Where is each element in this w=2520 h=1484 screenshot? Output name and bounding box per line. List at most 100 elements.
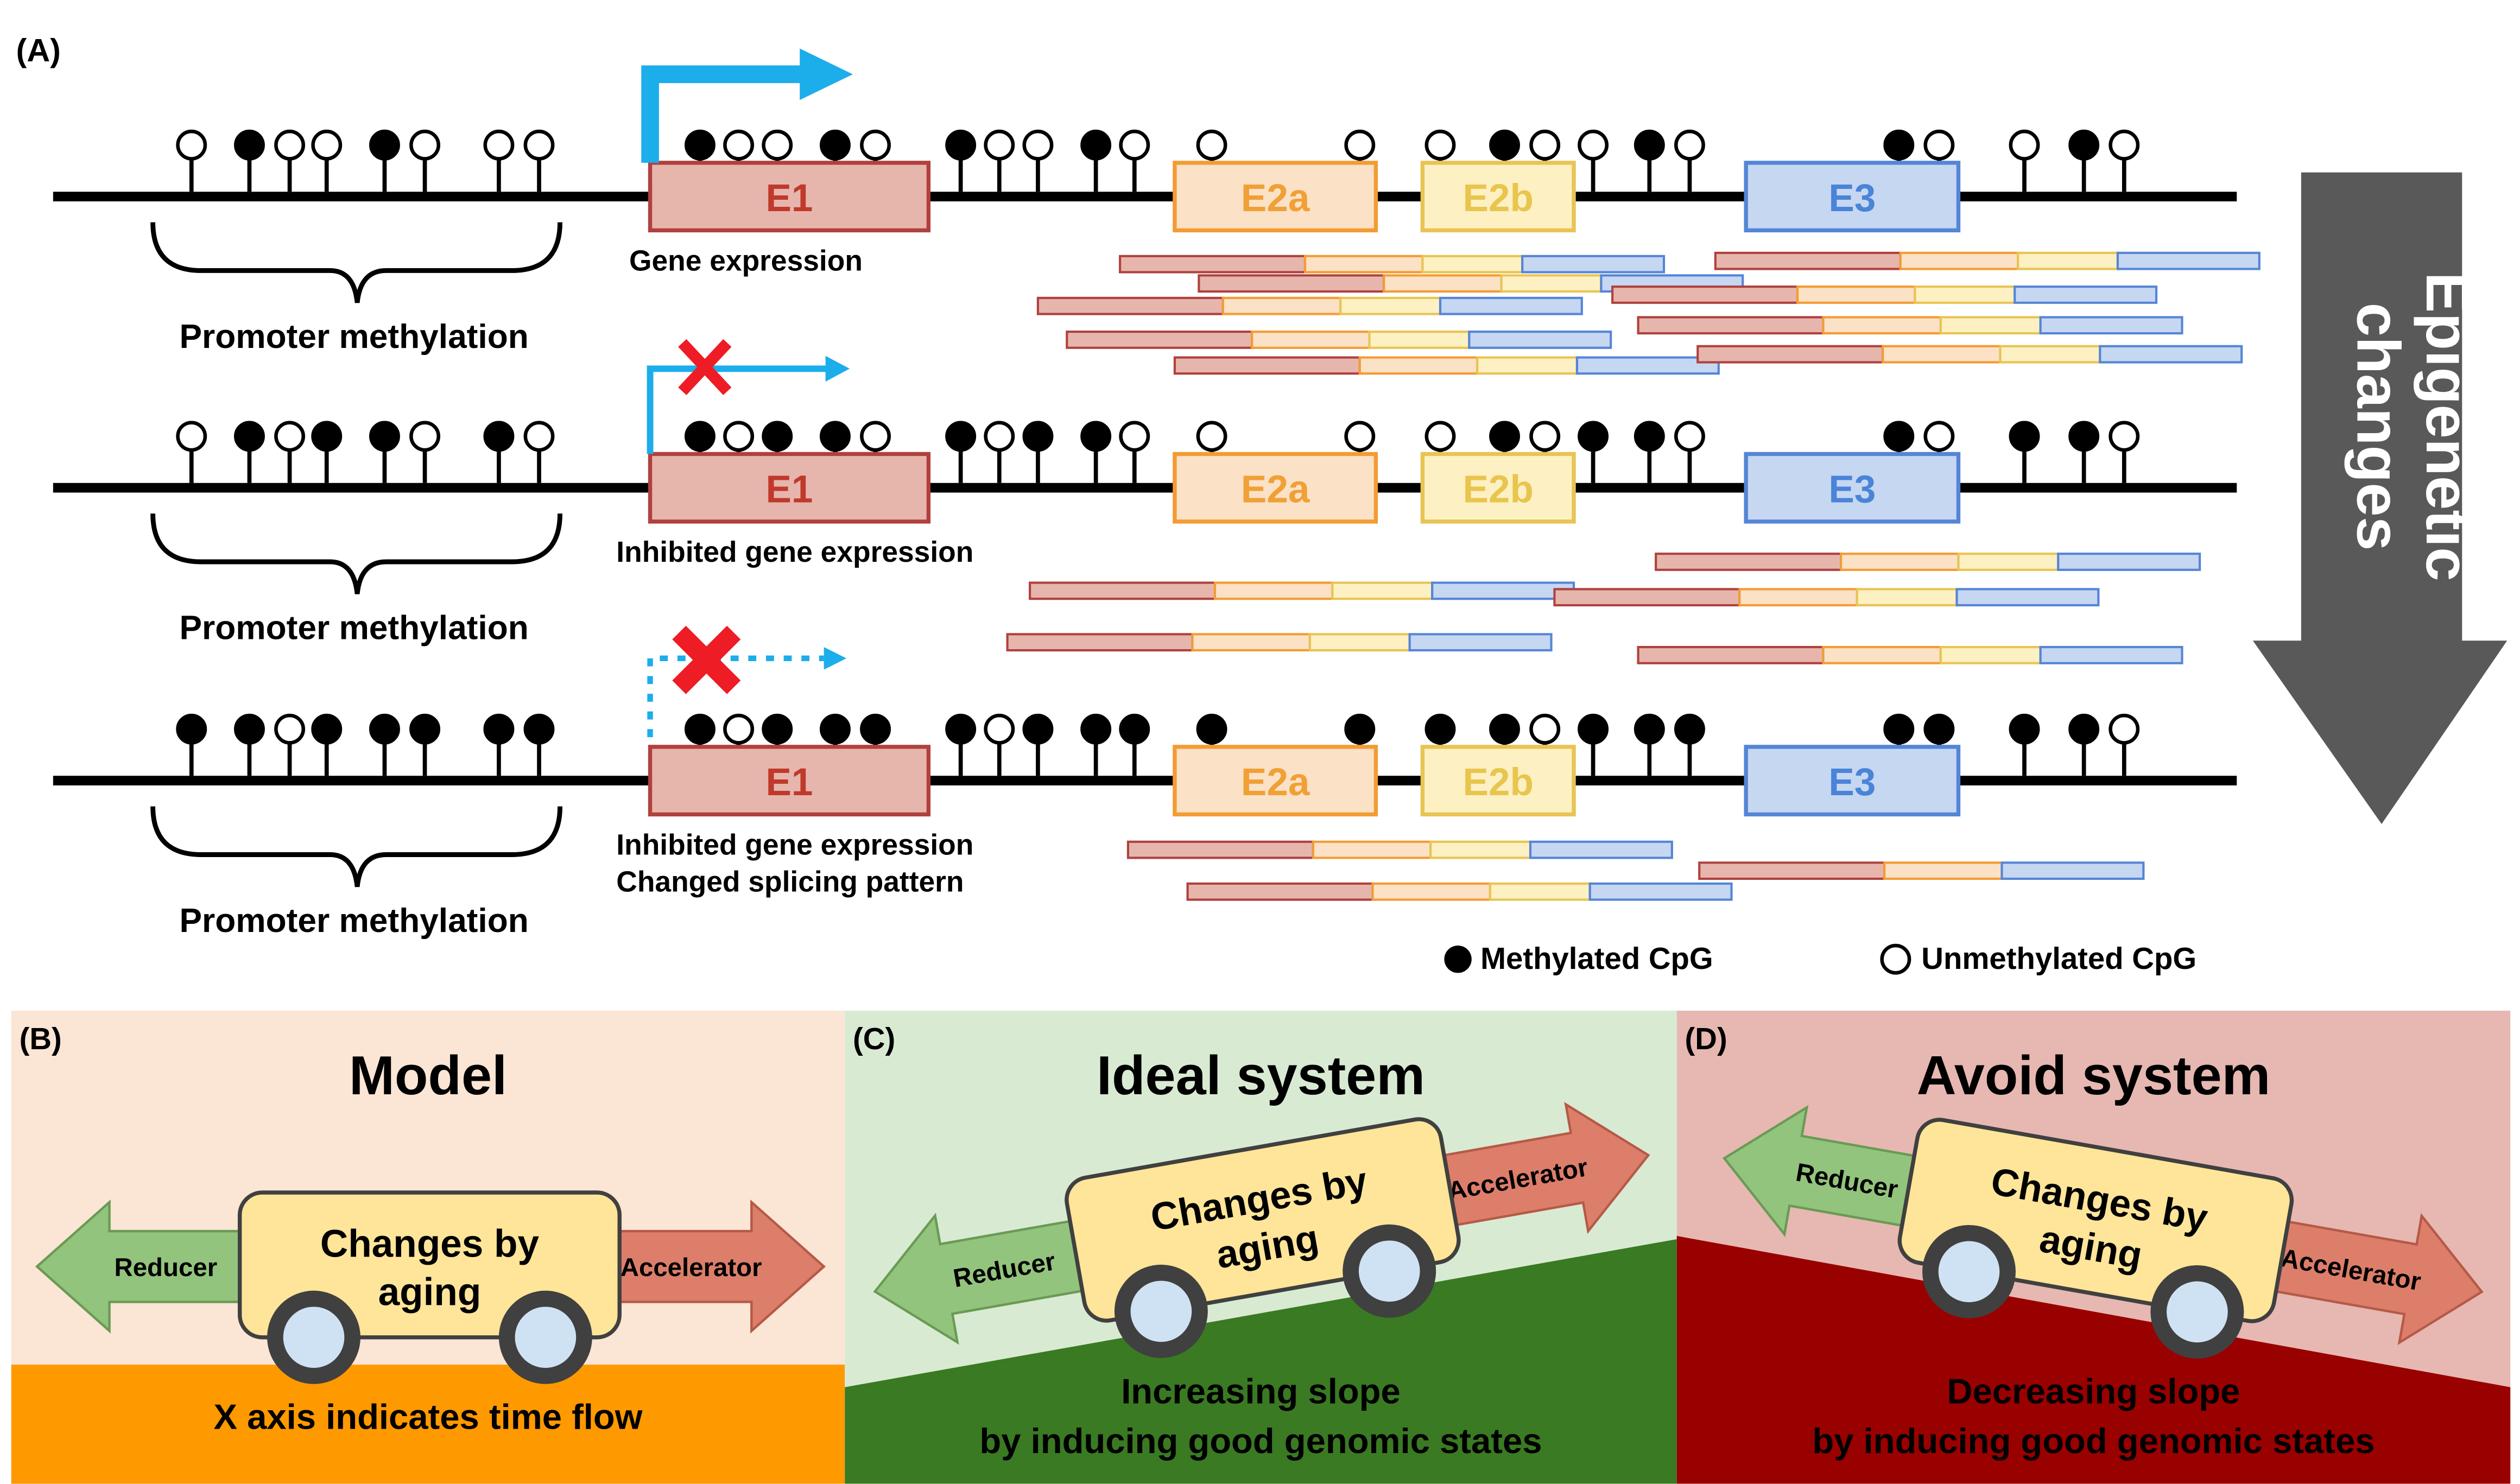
cpg-head [234, 713, 265, 745]
isoform-segment-e3 [1408, 633, 1553, 652]
isoform-segment-e2b [1939, 316, 2042, 335]
transcript-isoform [1119, 255, 1666, 274]
exon-e2b: E2b [1420, 745, 1576, 817]
exon-box [648, 745, 931, 817]
isoform-segment-e1 [1066, 331, 1253, 349]
exon-box [1420, 745, 1576, 817]
isoform-segment-e2a [1822, 646, 1942, 664]
cpg-head [1578, 129, 1609, 161]
cpg-head [1674, 421, 1705, 452]
transcription-arrowhead-icon [800, 48, 853, 100]
wheel-icon [267, 1290, 360, 1384]
cpg-head [523, 129, 555, 161]
exon-e1: E1 [648, 452, 931, 524]
transcript-isoform [1036, 296, 1583, 315]
methylated-cpg-icon [483, 713, 515, 776]
cpg-head [762, 129, 793, 161]
methylated-cpg-icon [483, 421, 515, 483]
cpg-head [1119, 421, 1150, 452]
unmethylated-cpg-icon [2009, 129, 2040, 192]
cpg-head [1022, 713, 1054, 745]
exon-box [648, 452, 931, 524]
transcript-isoforms [1006, 251, 2261, 901]
isoform-segment-e1 [1119, 255, 1307, 274]
cpg-head [409, 421, 441, 452]
cross-stroke [678, 339, 732, 395]
isoform-segment-e2a [1883, 861, 2003, 880]
cpg-head [1344, 713, 1376, 745]
exon-box [1173, 161, 1378, 233]
transcript-isoform [1029, 581, 1575, 600]
cpg-head [1633, 713, 1665, 745]
transcript-isoform [1698, 861, 2145, 880]
methylated-cpg-icon [1633, 129, 1665, 192]
unmethylated-cpg-icon [2109, 713, 2140, 776]
methylated-cpg-icon [1674, 713, 1705, 776]
exon-label: E3 [1828, 761, 1876, 804]
methylated-cpg-icon [2009, 421, 2040, 483]
methylated-cpg-icon [1022, 713, 1054, 776]
isoform-segment-e2a [1371, 882, 1491, 901]
transcript-isoform [1655, 553, 2201, 571]
cpg-head [1674, 129, 1705, 161]
isoform-segment-e2a [1738, 588, 1858, 607]
panel-title: Model [349, 1045, 507, 1106]
cpg-head [860, 421, 891, 452]
cpg-head [311, 713, 343, 745]
cpg-head [1633, 129, 1665, 161]
transcript-isoform [1066, 331, 1612, 349]
exon-label: E2a [1241, 468, 1310, 511]
isoform-segment-e2b [1856, 588, 1958, 607]
exon-e1: E1 [648, 745, 931, 817]
promoter-bracket [150, 222, 563, 303]
isoform-segment-e2a [1796, 286, 1916, 304]
methylated-cpg-icon [234, 713, 265, 776]
isoform-segment-e1 [1696, 345, 1884, 364]
methylated-cpg-icon [1633, 421, 1665, 483]
cpg-head [819, 421, 851, 452]
wheel-hub [1358, 1240, 1420, 1302]
cpg-legend: Methylated CpG Unmethylated CpG [1444, 941, 2196, 975]
exon-box [1744, 745, 1961, 817]
unmethylated-cpg-icon [984, 713, 1015, 776]
panel-title: Ideal system [1097, 1045, 1425, 1106]
cpg-head [1923, 421, 1955, 452]
isoform-segment-e2b [1421, 255, 1524, 274]
isoform-segment-e3 [2039, 646, 2183, 664]
isoform-segment-e3 [1955, 588, 2100, 607]
cpg-head [483, 713, 515, 745]
epigenetic-label-line1: Epigenetic [2414, 272, 2482, 581]
isoform-segment-e3 [1439, 296, 1583, 315]
cross-stroke [672, 625, 741, 694]
cpg-head [984, 421, 1015, 452]
exon-e2b: E2b [1420, 161, 1576, 233]
cpg-head [1119, 129, 1150, 161]
panel-label: (D) [1685, 1022, 1727, 1056]
cpg-head [369, 421, 400, 452]
exon-label: E2b [1462, 761, 1533, 804]
cpg-head [523, 713, 555, 745]
cpg-head [2068, 129, 2100, 161]
methylated-cpg-icon [1080, 713, 1112, 776]
cpg-head [945, 713, 977, 745]
cpg-head [1344, 129, 1376, 161]
isoform-segment-e2b [1476, 356, 1579, 375]
unmethylated-cpg-icon [176, 129, 207, 192]
isoform-segment-e3 [1575, 356, 1720, 375]
isoform-segment-e3 [2039, 316, 2183, 335]
cpg-head [1883, 421, 1915, 452]
isoform-segment-e2b [1939, 646, 2042, 664]
cpg-head [723, 713, 755, 745]
cpg-head [1923, 129, 1955, 161]
unmethylated-cpg-icon [984, 129, 1015, 192]
down-arrow-icon [2252, 172, 2508, 825]
cpg-head [1424, 421, 1456, 452]
unmethylated-cpg-legend-label: Unmethylated CpG [1921, 941, 2196, 975]
car-label-line1: Changes by [320, 1223, 540, 1266]
isoform-segment-e2b [1429, 840, 1532, 859]
cpg-head [1674, 713, 1705, 745]
panel-label: (B) [20, 1022, 62, 1056]
blocked-transcription-arrowhead-icon [824, 647, 847, 670]
cpg-head [274, 129, 306, 161]
